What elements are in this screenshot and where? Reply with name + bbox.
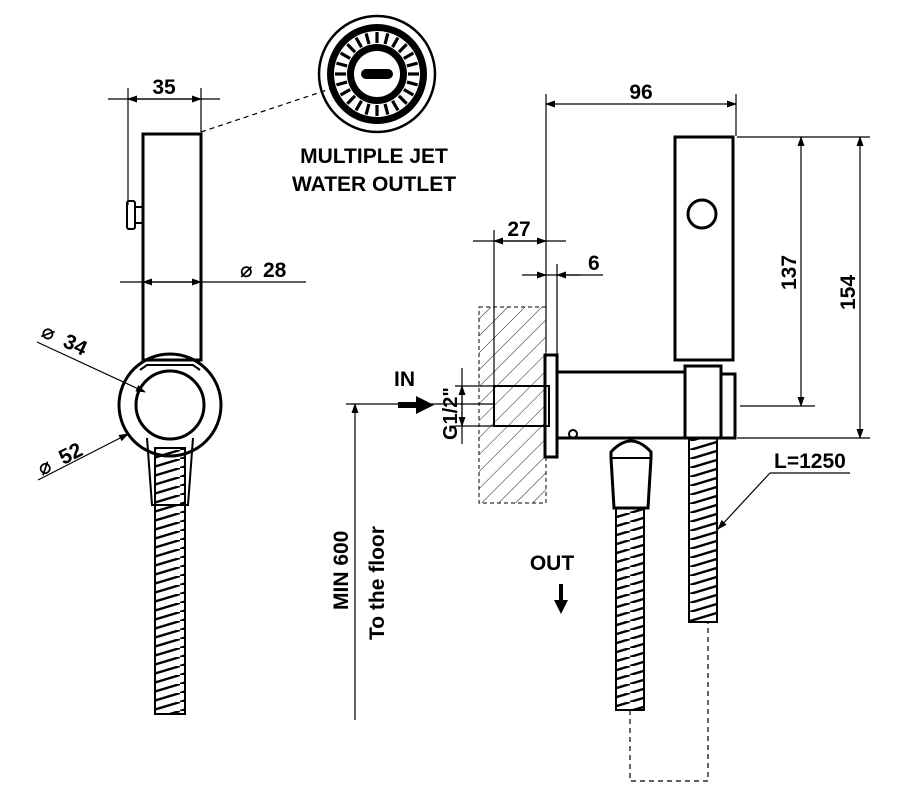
dim-96-label: 96 (629, 81, 652, 104)
jet-nozzle (346, 94, 357, 105)
dim-6-label: 6 (588, 252, 600, 275)
dim-27-label: 27 (507, 218, 530, 241)
outlet-slot (361, 69, 393, 79)
jet-nozzle (339, 51, 351, 60)
jet-nozzle (391, 100, 400, 112)
dim-35-label: 35 (152, 76, 176, 99)
jet-nozzle (336, 61, 348, 68)
jet-nozzle (406, 80, 418, 87)
outlet-label: OUT (530, 552, 575, 575)
hose-length-label: L=1250 (774, 450, 846, 473)
jet-nozzle (391, 36, 400, 48)
wall-section (478, 306, 547, 504)
outlet-callout-line1: MULTIPLE JET (300, 145, 448, 168)
jet-nozzles (335, 32, 419, 116)
dim-137-label: 137 (778, 255, 801, 290)
jet-nozzle (346, 43, 357, 54)
holder-inner-ring (134, 369, 206, 441)
outlet-face-outer (317, 14, 437, 134)
inlet-label: IN (394, 368, 415, 391)
dim-dia-28-symbol: ⌀ (240, 259, 253, 282)
hose-handset (688, 437, 718, 623)
front-button (686, 198, 718, 230)
dim-dia-28-label: 28 (263, 259, 287, 282)
jet-nozzle (403, 88, 415, 97)
side-view: 35 ⌀ 28 ⌀ 34 ⌀ 52 (34, 76, 334, 715)
front-view: IN G1/2" MIN 600 To the floor OUT 96 27 … (330, 81, 870, 782)
outlet-callout-line2: WATER OUTLET (292, 173, 456, 196)
handset-body (141, 132, 203, 362)
dim-154-label: 154 (837, 275, 860, 310)
jet-nozzle (354, 36, 363, 48)
jet-nozzle (383, 33, 390, 45)
outlet-detail: MULTIPLE JET WATER OUTLET (292, 14, 456, 196)
jet-nozzle (383, 103, 390, 115)
to-floor-label: To the floor (366, 526, 389, 640)
holder-outer-ring (117, 352, 223, 458)
jet-nozzle (397, 94, 408, 105)
jet-nozzle (339, 88, 351, 97)
jet-nozzle (336, 80, 348, 87)
jet-nozzle (354, 100, 363, 112)
dim-dia-34-symbol: ⌀ (38, 320, 59, 346)
min-height-label: MIN 600 (330, 531, 353, 610)
holder-cylinder (683, 364, 723, 440)
dim-dia-52-label: 52 (55, 438, 86, 469)
jet-nozzle (364, 33, 371, 45)
wall-flange (543, 353, 559, 459)
dim-dia-52-symbol: ⌀ (34, 454, 56, 480)
hose-side (154, 447, 186, 715)
outlet-connector (609, 439, 653, 510)
hose-out (615, 507, 645, 711)
side-button (126, 200, 136, 230)
front-handset (673, 135, 735, 362)
thread-label: G1/2" (440, 387, 462, 440)
valve-body (555, 370, 687, 440)
jet-nozzle (406, 61, 418, 68)
jet-nozzle (403, 51, 415, 60)
jet-nozzle (364, 103, 371, 115)
jet-nozzle (397, 43, 408, 54)
dim-dia-34-label: 34 (60, 330, 91, 361)
